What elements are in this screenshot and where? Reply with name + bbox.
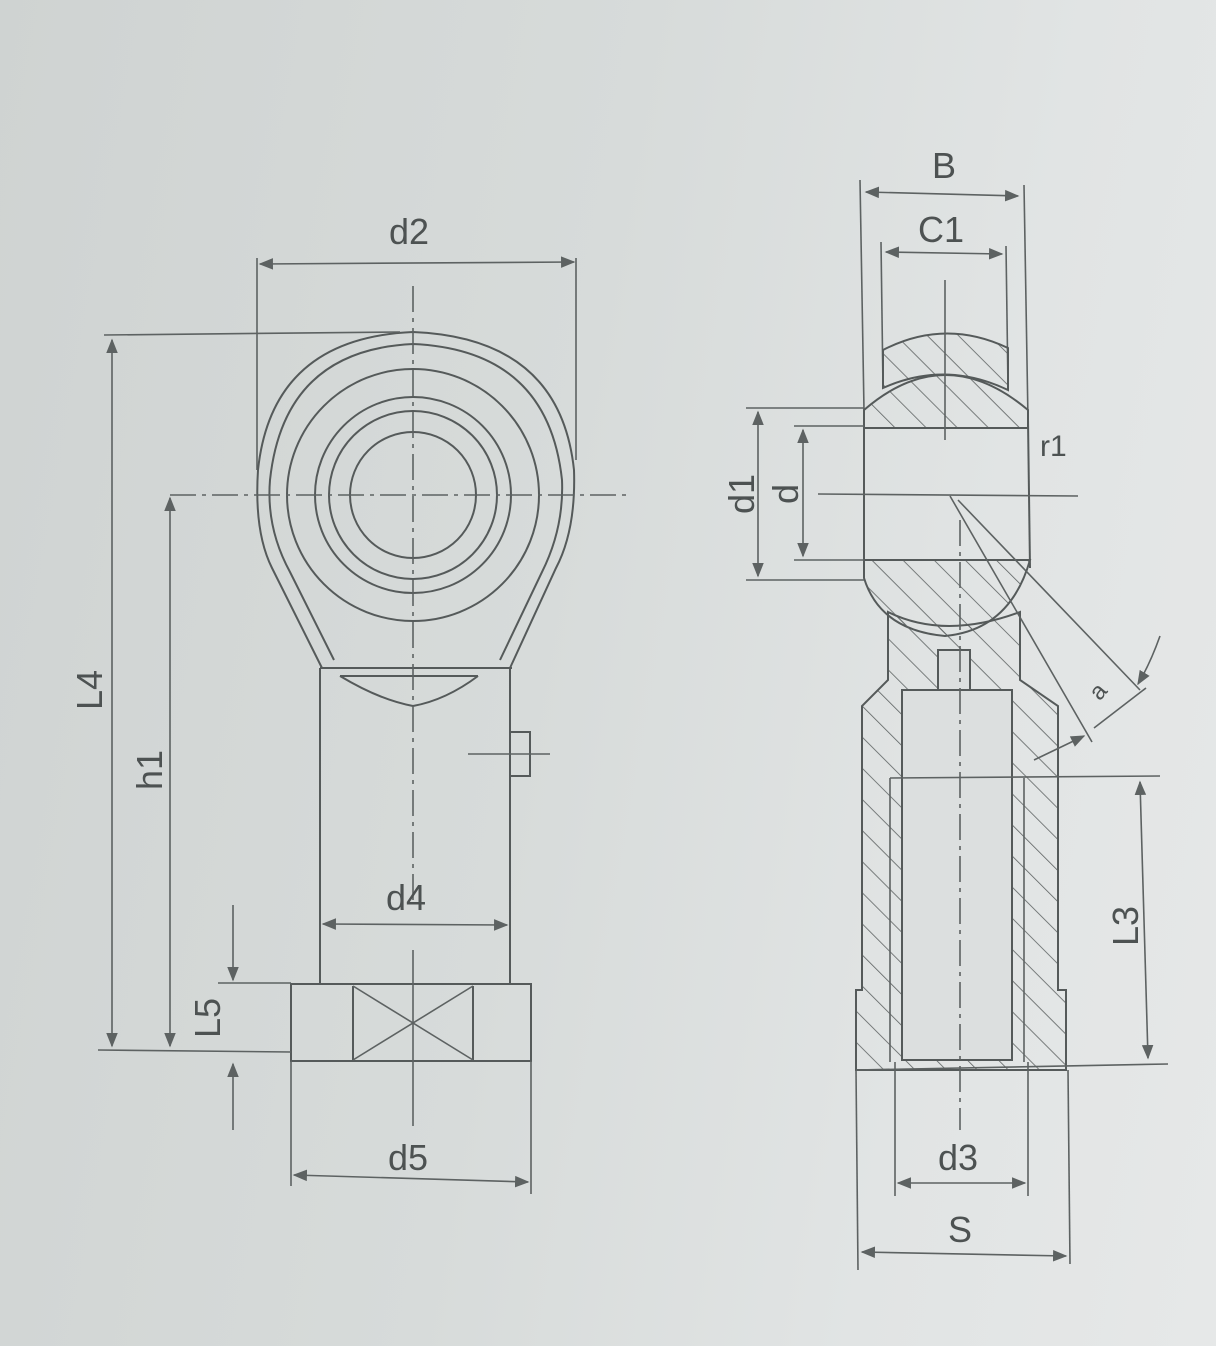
side-view [746,179,1169,1271]
label-d: d [765,483,807,505]
label-C1: C1 [918,209,965,250]
label-r1: r1 [1040,430,1067,463]
label-d1: d1 [721,473,763,515]
label-L3: L3 [1105,905,1147,947]
label-L5: L5 [187,997,229,1039]
label-d4: d4 [386,877,427,918]
label-d3: d3 [938,1137,979,1178]
label-h1: h1 [129,749,171,791]
label-S: S [948,1209,973,1250]
label-d2: d2 [389,211,430,252]
label-d5: d5 [388,1137,429,1178]
label-B: B [932,145,957,186]
label-L4: L4 [69,669,111,711]
front-view [97,256,628,1194]
